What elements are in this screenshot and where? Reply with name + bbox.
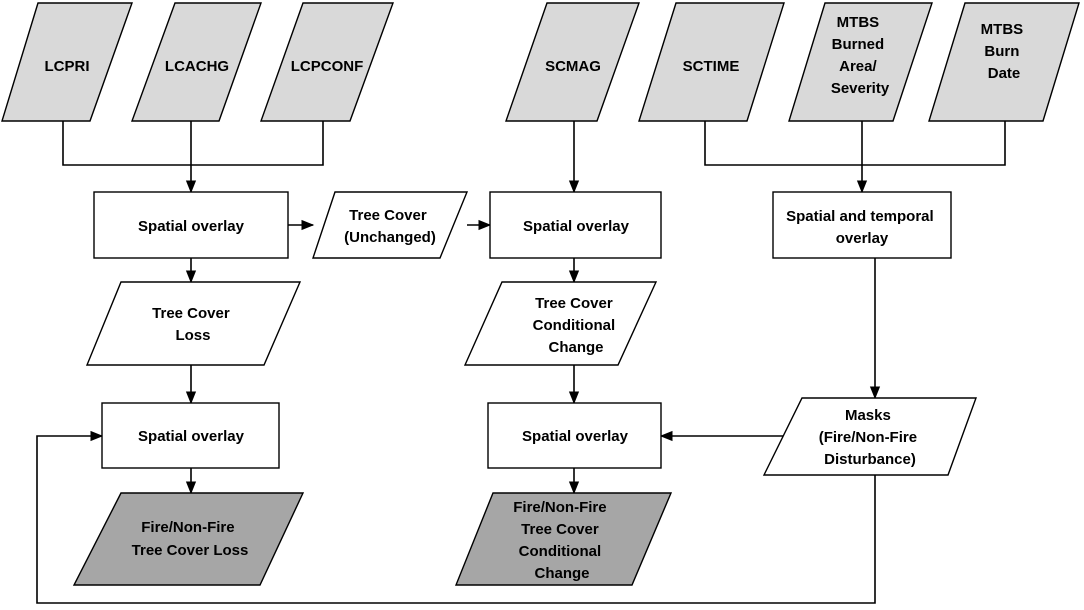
input-lcpri-shape [1, 2, 133, 122]
output-fire-tree-cover-loss-shape [72, 492, 305, 586]
arrow-masks-to-overlay-left-bottom [36, 430, 876, 604]
process-overlay-mid-label: Spatial overlay [523, 218, 630, 235]
input-mtbs-burn-date-label: MTBS Burn Date [981, 21, 1028, 82]
data-tree-cover-conditional-label: Tree Cover Conditional Change [533, 295, 620, 356]
input-mtbs-burned-area: MTBS Burned Area/ Severity [788, 2, 933, 122]
process-overlay-left-bottom-label: Spatial overlay [138, 428, 245, 445]
input-lcpconf-label: LCPCONF [291, 58, 364, 75]
input-lcpri: LCPRI [1, 2, 133, 122]
process-overlay-mid-bottom-box [487, 402, 662, 469]
connector-right-inputs [704, 121, 1006, 166]
data-masks-label: Masks (Fire/Non-Fire Disturbance) [819, 407, 922, 468]
data-tree-cover-loss: Tree Cover Loss [85, 281, 302, 366]
input-mtbs-burned-area-label: MTBS Burned Area/ Severity [831, 14, 890, 97]
output-fire-tree-cover-conditional: Fire/Non-Fire Tree Cover Conditional Cha… [454, 492, 673, 586]
process-overlay-right-box [772, 191, 952, 259]
process-overlay-left-bottom-box [101, 402, 280, 469]
process-overlay-left-box [93, 191, 289, 259]
data-tree-cover-loss-label: Tree Cover Loss [152, 305, 234, 344]
data-tree-cover-conditional: Tree Cover Conditional Change [463, 281, 658, 366]
process-overlay-left-bottom: Spatial overlay [101, 402, 280, 469]
input-sctime: SCTIME [638, 2, 785, 122]
process-overlay-right: Spatial and temporal overlay [772, 191, 952, 259]
data-tree-cover-unchanged-shape [312, 191, 469, 259]
input-mtbs-burn-date: MTBS Burn Date [928, 2, 1080, 122]
data-tree-cover-loss-shape [85, 281, 302, 366]
process-overlay-left: Spatial overlay [93, 191, 289, 259]
process-overlay-right-label: Spatial and temporal overlay [786, 208, 938, 247]
input-mtbs-burn-date-shape [928, 2, 1080, 122]
connector-left-inputs [62, 121, 324, 166]
data-tree-cover-conditional-shape [463, 281, 658, 366]
output-fire-tree-cover-loss: Fire/Non-Fire Tree Cover Loss [72, 492, 305, 586]
data-masks-shape [762, 397, 977, 476]
data-tree-cover-unchanged-label: Tree Cover (Unchanged) [344, 207, 436, 246]
output-fire-tree-cover-loss-label: Fire/Non-Fire Tree Cover Loss [132, 519, 249, 559]
input-sctime-shape [638, 2, 785, 122]
input-lcachg-label: LCACHG [165, 58, 229, 75]
input-mtbs-burned-area-shape [788, 2, 933, 122]
output-fire-tree-cover-conditional-label: Fire/Non-Fire Tree Cover Conditional Cha… [513, 499, 611, 582]
input-lcpconf: LCPCONF [260, 2, 395, 122]
input-lcpconf-shape [260, 2, 395, 122]
input-lcachg-shape [130, 2, 262, 122]
process-overlay-mid: Spatial overlay [489, 191, 662, 259]
data-masks: Masks (Fire/Non-Fire Disturbance) [762, 397, 977, 476]
process-overlay-left-label: Spatial overlay [138, 218, 245, 235]
input-scmag: SCMAG [505, 2, 640, 122]
process-overlay-mid-box [489, 191, 662, 259]
connectors [36, 121, 1006, 604]
data-tree-cover-unchanged: Tree Cover (Unchanged) [312, 191, 469, 259]
input-lcpri-label: LCPRI [45, 58, 90, 75]
input-scmag-shape [505, 2, 640, 122]
input-scmag-label: SCMAG [545, 58, 601, 75]
output-fire-tree-cover-conditional-shape [454, 492, 673, 586]
process-overlay-mid-bottom: Spatial overlay [487, 402, 662, 469]
input-lcachg: LCACHG [130, 2, 262, 122]
process-overlay-mid-bottom-label: Spatial overlay [522, 428, 629, 445]
input-sctime-label: SCTIME [683, 58, 740, 75]
